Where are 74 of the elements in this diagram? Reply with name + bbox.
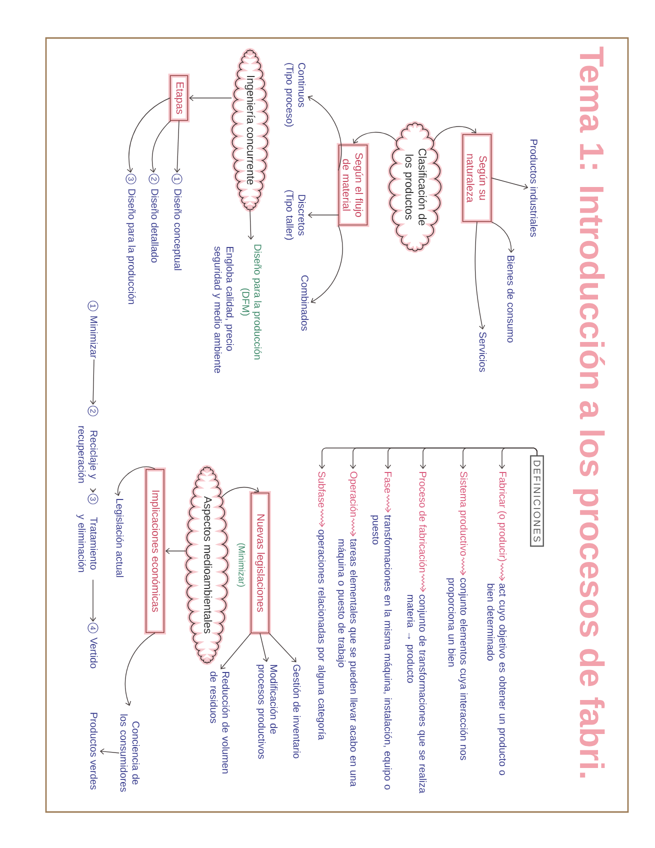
arrow xyxy=(248,210,254,240)
term-text: Operación xyxy=(348,472,358,517)
curved-arrow xyxy=(352,132,397,144)
list-item-text: Diseño para la producción xyxy=(126,189,136,304)
squiggle-arrow xyxy=(384,494,392,513)
definition-text: act cuyo objetivo es obtener un producto o bien determinado xyxy=(487,584,507,776)
arrow xyxy=(220,633,252,670)
concept-text: Productos verdes xyxy=(90,712,98,790)
category-box: Según el flujo de material xyxy=(336,143,370,227)
concept-cloud: Aspectos medioambientales xyxy=(184,465,230,665)
curved-arrow xyxy=(126,98,170,173)
concept-text: Continuos (Tipo proceso) xyxy=(284,63,306,127)
squiggle-arrow xyxy=(460,557,466,576)
category-box: Según su naturaleza xyxy=(460,132,494,224)
concept-cloud: Ingeniería concurrente xyxy=(230,48,270,212)
page-title: Tema 1: Introducción a los procesos de fabri. xyxy=(573,46,605,778)
squiggle-arrow xyxy=(498,562,506,581)
term-text: Subfase xyxy=(318,472,326,508)
list-item-text: Diseño detallado xyxy=(151,189,159,263)
squiggle-arrow xyxy=(350,518,356,537)
note-text: (Minimizar) xyxy=(236,543,246,587)
concept-cloud: Clasificación de los productos xyxy=(387,121,443,253)
list-item-text: Reciclaje y recuperación xyxy=(76,426,98,483)
definition-text: tareas elementales que se pueden llevar acabo en una máquina o puesto de trabajo xyxy=(336,538,358,787)
arrow xyxy=(491,178,528,190)
arrow xyxy=(90,359,96,405)
term-text: Sistema productivo xyxy=(458,472,468,556)
concept-text: Discretos (Tipo taller) xyxy=(284,190,306,240)
definition-text: operaciones relacionadas por alguna categoría xyxy=(316,530,326,740)
concept-text: Reducción de volumen de residuos xyxy=(210,672,230,774)
arrow xyxy=(174,120,180,173)
definition-text: conjunto elementos cuya interacción nos proporciona un bien xyxy=(446,578,468,760)
arrow xyxy=(90,488,96,493)
arrow xyxy=(308,212,339,218)
concept-text: Diseño para la producción (DFM) xyxy=(240,244,262,360)
concept-text: Productos industriales xyxy=(530,140,538,237)
concept-text: Servicios xyxy=(479,332,487,372)
arrow xyxy=(260,633,269,662)
definition-text: transformaciones en la misma máquina, instalación, equipo o puesto xyxy=(370,515,392,790)
term-text: Fase xyxy=(384,472,392,493)
arrow xyxy=(100,748,120,755)
list-item-text: Diseño conceptual xyxy=(172,189,182,270)
concept-text: Combinados xyxy=(301,275,309,331)
definition-text: conjunto de transformaciones que se realiza materia → producto xyxy=(405,594,427,794)
term-text: Proceso de fabricación xyxy=(419,472,427,572)
curved-arrow xyxy=(433,126,476,142)
concept-text: Bienes de consumo xyxy=(507,256,515,342)
curved-arrow xyxy=(114,466,156,496)
arrow xyxy=(268,633,296,662)
list-item-text: Vertido xyxy=(90,638,98,668)
concept-text: Gestión de inventario xyxy=(293,664,301,758)
term-text: Fabricar (o producir) xyxy=(497,472,507,562)
squiggle-arrow xyxy=(420,574,426,592)
list-item-text: Minimizar xyxy=(90,316,98,358)
list-item-text: Tratamiento y eliminación xyxy=(76,514,98,572)
arrow xyxy=(90,579,96,622)
arrow xyxy=(189,94,232,102)
category-box: Implicaciones económicas xyxy=(144,468,166,634)
heading-box: DEFINICIONES xyxy=(530,455,544,547)
description-text: Engloba calidad, precio seguridad y medio ambiente xyxy=(212,246,234,374)
curved-arrow xyxy=(491,222,514,253)
concept-text: Legislación actual xyxy=(114,499,124,577)
curved-arrow xyxy=(308,96,342,171)
concept-text: Conciencia de los consumidores xyxy=(120,714,140,792)
category-box: Etapas xyxy=(168,74,190,122)
category-box: Nuevas legislaciones xyxy=(249,491,271,635)
curved-arrow xyxy=(310,225,343,304)
curved-arrow xyxy=(124,632,156,706)
concept-text: Modificación de procesos productivos xyxy=(256,664,278,759)
curved-arrow xyxy=(150,120,172,173)
curved-arrow xyxy=(474,222,486,330)
squiggle-arrow xyxy=(318,508,326,528)
arrow xyxy=(165,548,186,554)
curved-arrow xyxy=(221,486,260,498)
